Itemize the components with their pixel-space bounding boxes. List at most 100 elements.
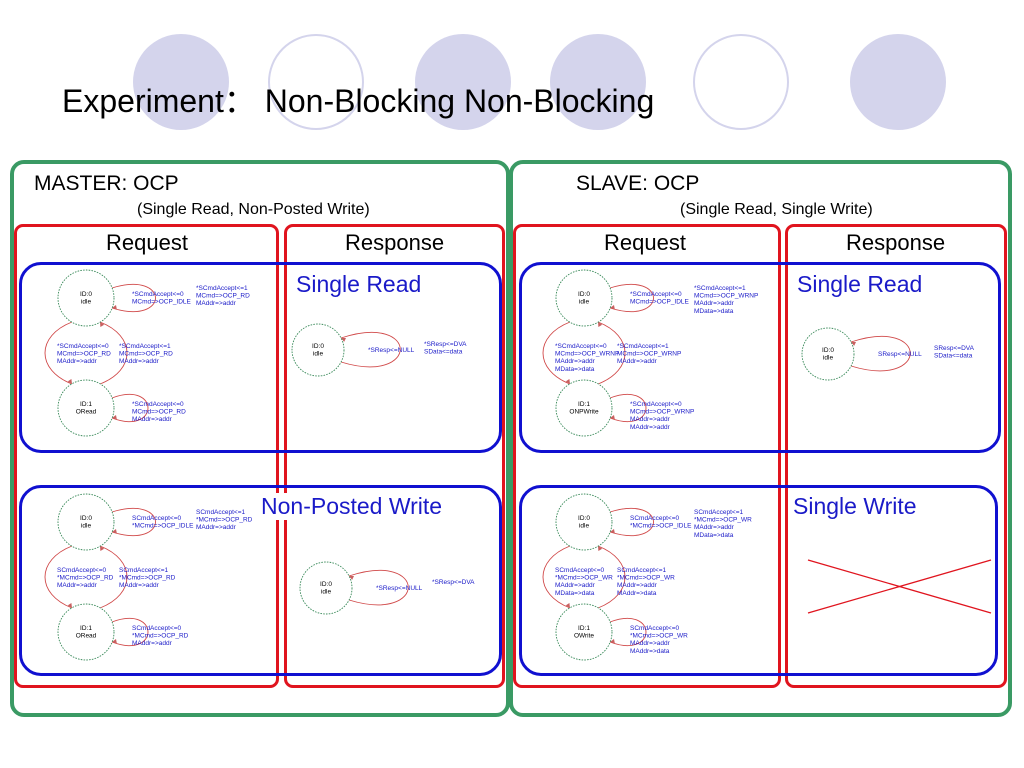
loop-condition: *SResp<=NULL — [368, 347, 415, 354]
state-1 — [57, 603, 115, 661]
master-panel — [10, 160, 510, 717]
master-non-posted-write-box — [19, 485, 502, 676]
decorative-circle-3 — [415, 34, 511, 130]
state0-self-loop — [609, 507, 654, 537]
loop-outputs: *SResp<=DVA — [432, 579, 475, 586]
transition-0-to-1-arrow — [67, 603, 72, 608]
state1-loop-arrow — [610, 414, 615, 420]
transition-1-to-0 — [99, 321, 128, 385]
decorative-circle-5 — [693, 34, 789, 130]
master-request-label: Request — [106, 230, 188, 255]
slave-request-label: Request — [604, 230, 686, 255]
loop-condition: *SResp<=NULL — [376, 585, 423, 592]
state-0 — [57, 269, 115, 327]
master-response-label: Response — [345, 230, 445, 255]
loop0-condition: SCmdAccept<=0*MCmd=>OCP_IDLE — [630, 515, 692, 530]
transition-0-to-1-arrow — [565, 379, 570, 384]
self-loop-arrow — [341, 337, 346, 342]
state1-self-loop — [111, 617, 149, 647]
state0-loop-arrow — [610, 528, 615, 534]
state-0 — [57, 493, 115, 551]
slide-title: Experiment： Non-Blocking Non-Blocking — [62, 83, 655, 119]
self-loop — [348, 570, 409, 606]
slave-single-read-label: Single Read — [795, 271, 925, 298]
state-1 — [57, 379, 115, 437]
decorative-circle-4 — [550, 34, 646, 130]
state-1 — [555, 379, 613, 437]
slave-request-box — [513, 224, 781, 688]
self-loop-arrow — [851, 341, 856, 346]
self-loop-arrow — [349, 575, 354, 580]
slave-subtitle: (Single Read, Single Write) — [680, 201, 873, 218]
transition-1-to-0-arrow — [100, 546, 105, 551]
self-loop — [850, 336, 911, 372]
master-header: MASTER: OCP — [34, 172, 179, 195]
state0-self-loop — [111, 507, 156, 537]
slave-response-box — [785, 224, 1007, 688]
transition-0-to-1 — [44, 321, 73, 385]
state1-loop-arrow — [112, 414, 117, 420]
self-loop — [340, 332, 401, 368]
state0-self-loop — [111, 283, 156, 313]
decorative-circle-1 — [133, 34, 229, 130]
state-1 — [555, 603, 613, 661]
master-response-box — [284, 224, 505, 688]
master-single-read-label: Single Read — [294, 271, 424, 298]
transition-1-to-0-arrow — [100, 322, 105, 327]
transition-1-to-0 — [99, 545, 128, 609]
state0-self-loop — [609, 283, 654, 313]
transition-0-to-1-arrow — [565, 603, 570, 608]
slave-single-write-label: Single Write — [791, 493, 919, 520]
slave-single-write-box — [519, 485, 998, 676]
slave-header: SLAVE: OCP — [576, 172, 700, 195]
state1-self-loop — [609, 617, 647, 647]
slave-response-label: Response — [846, 230, 946, 255]
state-0 — [555, 269, 613, 327]
state-0 — [801, 327, 855, 381]
transition-1-to-0 — [597, 545, 626, 609]
loop0-condition: SCmdAccept<=0*MCmd=>OCP_IDLE — [132, 515, 194, 530]
not-applicable-cross — [807, 559, 992, 614]
transition-0-to-1-arrow — [67, 379, 72, 384]
state1-loop-arrow — [610, 638, 615, 644]
loop-condition: SResp<=NULL — [878, 351, 922, 358]
decorative-circle-2 — [268, 34, 364, 130]
transition-0-to-1 — [44, 545, 73, 609]
state0-loop-arrow — [610, 304, 615, 310]
state-0 — [299, 561, 353, 615]
transition-1-to-0-arrow — [598, 322, 603, 327]
